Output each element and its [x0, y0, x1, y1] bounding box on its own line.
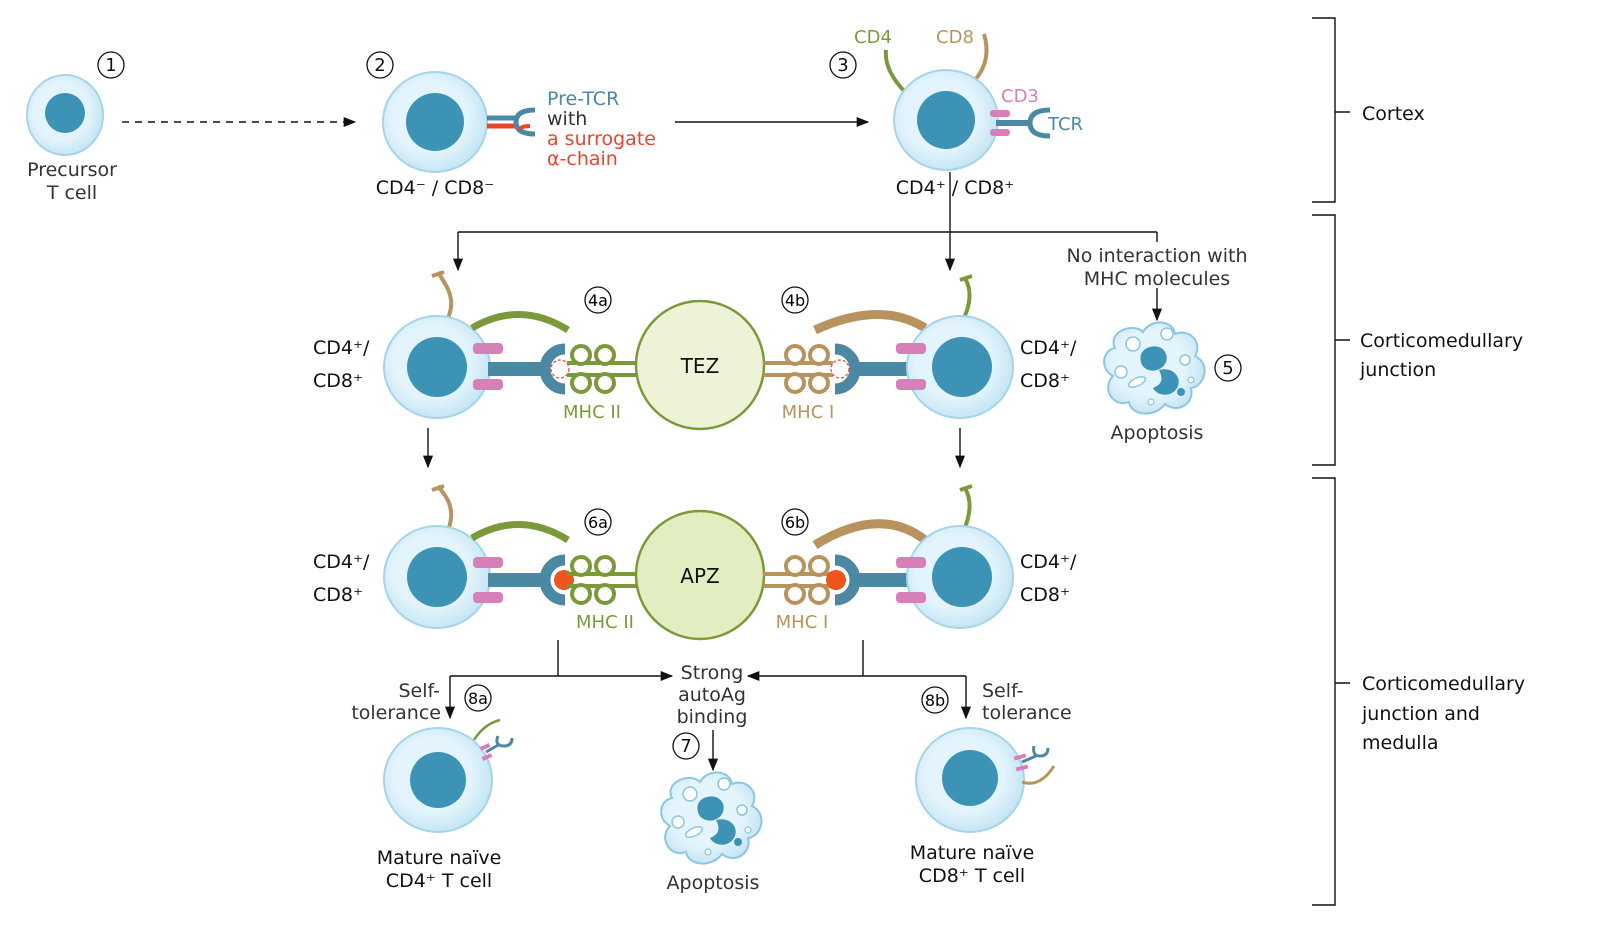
- mature-cd8-cell: [915, 727, 1056, 833]
- cd4-label: CD4: [854, 27, 892, 48]
- svg-text:1: 1: [105, 55, 116, 76]
- mature-cd4-label-2: CD4⁺ T cell: [386, 870, 492, 892]
- step-1-marker: 1: [97, 51, 125, 79]
- region-brackets: [1312, 17, 1350, 906]
- strong-binding-label-2: autoAg: [678, 684, 746, 706]
- alpha-chain-label: α-chain: [547, 148, 618, 170]
- cortex-selection-row: [383, 270, 1014, 431]
- step-4b-marker: 4b: [781, 286, 809, 314]
- region-cmj-2: junction: [1359, 359, 1436, 381]
- svg-text:8a: 8a: [468, 689, 488, 708]
- svg-text:7: 7: [680, 736, 691, 757]
- double-positive-cell: [883, 33, 1051, 171]
- apoptotic-cell-icon: [1103, 321, 1206, 415]
- precursor-label: Precursor: [27, 159, 117, 181]
- step-5-marker: 5: [1214, 354, 1242, 382]
- tcr-icon: [539, 343, 566, 395]
- precursor-t-cell: [26, 74, 104, 156]
- strong-binding-label: Strong: [681, 662, 744, 684]
- no-interaction-label: No interaction with: [1067, 245, 1248, 267]
- double-negative-cell: [382, 71, 536, 173]
- step-7-marker: 7: [672, 732, 700, 760]
- mhc-ii-icon: [565, 344, 639, 394]
- self-tolerance-right: Self-: [982, 680, 1024, 702]
- medulla-selection-row: [383, 484, 1014, 641]
- apz-label: APZ: [680, 564, 719, 588]
- step-3-marker: 3: [829, 51, 857, 79]
- mhc-ii-label-2: MHC II: [576, 612, 634, 633]
- pre-tcr-label: Pre-TCR: [547, 88, 619, 110]
- self-tolerance-right-2: tolerance: [982, 702, 1072, 724]
- cd4-icon: [959, 274, 973, 319]
- mhc-i-label-2: MHC I: [776, 612, 829, 633]
- double-negative-label: CD4⁻ / CD8⁻: [376, 177, 495, 199]
- region-cortex: Cortex: [1362, 103, 1425, 125]
- mature-cd4-label: Mature naïve: [377, 847, 502, 869]
- mhc-i-icon: [761, 344, 835, 394]
- mature-cd8-label-2: CD8⁺ T cell: [919, 865, 1025, 887]
- svg-text:3: 3: [837, 55, 848, 76]
- step-6a-marker: 6a: [584, 508, 612, 536]
- cd3-icon: [990, 110, 1010, 117]
- dp-label-right-3: CD4⁺/: [1020, 551, 1077, 573]
- mhc-ii-label: MHC II: [563, 402, 621, 423]
- dp-label-left-2: CD8⁺: [313, 370, 363, 392]
- strong-binding-label-3: binding: [677, 706, 748, 728]
- cd8-label: CD8: [936, 27, 974, 48]
- dp-label-right-2: CD8⁺: [1020, 370, 1070, 392]
- step-6b-marker: 6b: [781, 508, 809, 536]
- apoptosis-label-2: Apoptosis: [667, 872, 760, 894]
- cd8-icon: [973, 33, 989, 82]
- apoptotic-cell-icon-2: [660, 771, 763, 865]
- tez-label: TEZ: [680, 354, 720, 378]
- step-2-marker: 2: [366, 51, 394, 79]
- region-cmjm-2: junction and: [1361, 703, 1480, 725]
- dp-label-left-3: CD4⁺/: [313, 551, 370, 573]
- cd8-icon: [431, 270, 454, 319]
- mature-cd4-cell: [383, 718, 514, 833]
- self-tolerance-left: Self-: [398, 680, 440, 702]
- region-cmjm: Corticomedullary: [1362, 673, 1525, 695]
- cd4-icon: [883, 49, 907, 94]
- with-label: with: [547, 108, 587, 130]
- mhc-i-label: MHC I: [782, 402, 835, 423]
- svg-text:4a: 4a: [588, 291, 608, 310]
- dp-label-left-4: CD8⁺: [313, 584, 363, 606]
- svg-text:6a: 6a: [588, 513, 608, 532]
- outcome-connectors: [444, 640, 972, 772]
- svg-text:2: 2: [374, 55, 385, 76]
- cd4-icon: [470, 311, 570, 333]
- tcr-label: TCR: [1047, 114, 1083, 135]
- self-tolerance-left-2: tolerance: [351, 702, 441, 724]
- cd8-icon: [813, 310, 928, 335]
- tcr-icon: [1027, 107, 1051, 139]
- nucleus-icon: [45, 93, 85, 133]
- mature-cd8-label: Mature naïve: [910, 842, 1035, 864]
- apoptosis-label-1: Apoptosis: [1111, 422, 1204, 444]
- svg-text:4b: 4b: [785, 291, 805, 310]
- region-cmjm-3: medulla: [1362, 732, 1439, 754]
- region-cmj: Corticomedullary: [1360, 330, 1523, 352]
- surrogate-label: a surrogate: [547, 128, 656, 150]
- step-4a-marker: 4a: [584, 286, 612, 314]
- dp-label-right: CD4⁺/: [1020, 337, 1077, 359]
- self-peptide-icon: [550, 359, 570, 379]
- pre-tcr-icon: [513, 107, 536, 137]
- svg-text:6b: 6b: [785, 513, 805, 532]
- step-8b-marker: 8b: [921, 686, 949, 714]
- dp-label-left: CD4⁺/: [313, 337, 370, 359]
- step-8a-marker: 8a: [464, 684, 492, 712]
- double-positive-label: CD4⁺ / CD8⁺: [896, 177, 1015, 199]
- branch-connectors: [452, 172, 1163, 322]
- precursor-label-2: T cell: [46, 182, 97, 204]
- svg-text:8b: 8b: [925, 691, 945, 710]
- no-interaction-label-2: MHC molecules: [1084, 268, 1230, 290]
- dp-label-right-4: CD8⁺: [1020, 584, 1070, 606]
- cd3-label: CD3: [1001, 86, 1039, 107]
- svg-text:5: 5: [1222, 358, 1233, 379]
